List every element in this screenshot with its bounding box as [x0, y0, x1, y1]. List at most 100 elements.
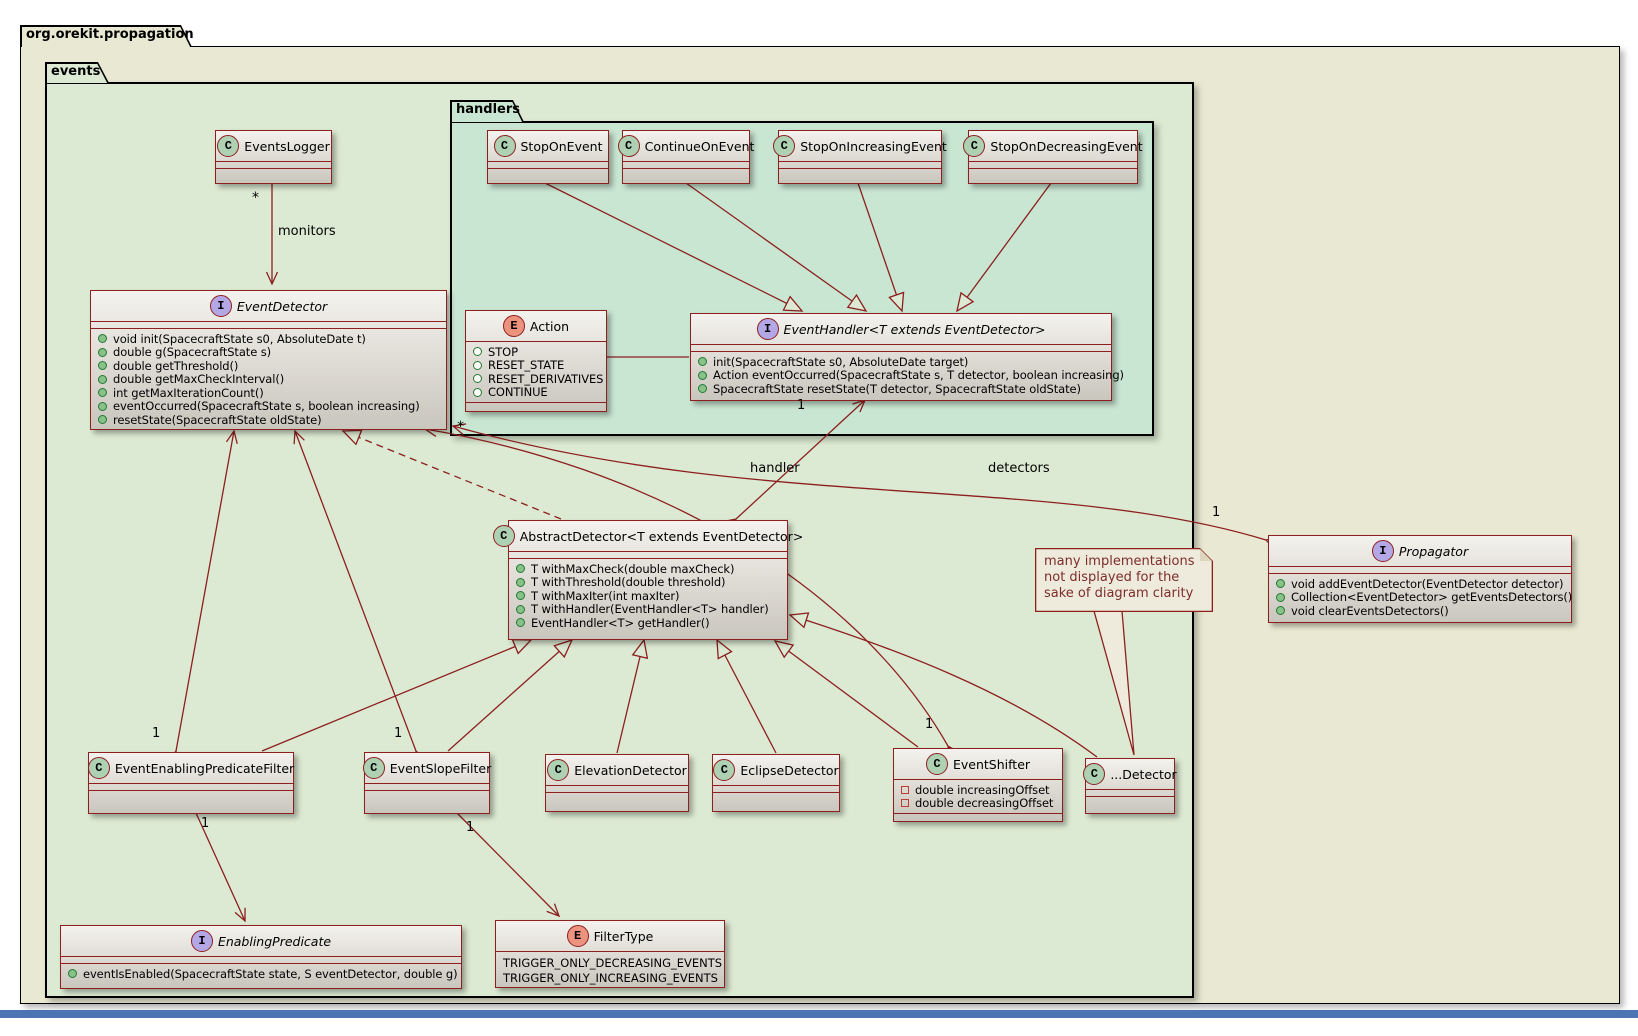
class-name: Propagator [1398, 543, 1469, 559]
class-continue-on-event: C ContinueOnEvent [617, 130, 754, 184]
class-title: I EventDetector [91, 291, 446, 321]
method-row: Action eventOccurred(SpacecraftState s, … [698, 368, 1124, 382]
class-badge-icon: C [963, 135, 986, 157]
class-title: I EventHandler<T extends EventDetector> [691, 314, 1111, 344]
public-method-icon [516, 564, 525, 574]
note-pointer [1093, 610, 1135, 756]
note-line: many implementations [1044, 554, 1195, 569]
public-method-icon [1276, 606, 1285, 616]
empty-compartment [91, 321, 446, 329]
public-method-icon [698, 384, 707, 394]
public-method-icon [98, 334, 107, 344]
enum-constant-icon [473, 360, 482, 370]
class-name: StopOnEvent [520, 138, 603, 154]
empty-compartment [894, 813, 1062, 822]
enum-badge-icon: E [566, 925, 589, 947]
class-badge-icon: C [925, 753, 948, 775]
public-method-icon [98, 361, 107, 371]
class-title: C EclipseDetector [713, 755, 839, 785]
method-row: void init(SpacecraftState s0, AbsoluteDa… [98, 332, 439, 346]
field-list: double increasingOffset double decreasin… [894, 779, 1062, 813]
package-tab-handlers: handlers [450, 100, 524, 122]
package-tab-fill [22, 27, 190, 47]
class-title: C ContinueOnEvent [617, 131, 754, 161]
note-text: many implementations not displayed for t… [1035, 548, 1213, 608]
public-method-icon [98, 347, 107, 357]
class-events-logger: C EventsLogger [215, 130, 332, 184]
empty-compartment [61, 956, 461, 964]
enum-action: E Action STOP RESET_STATE RESET_DERIVATI… [465, 310, 607, 412]
class-name: AbstractDetector<T extends EventDetector… [519, 528, 804, 544]
class-title: I Propagator [1269, 536, 1571, 566]
package-tab-outer: org.orekit.propagation [20, 25, 194, 47]
method-row: init(SpacecraftState s0, AbsoluteDate ta… [698, 355, 1104, 369]
horizontal-scrollbar[interactable] [0, 1010, 1638, 1018]
enum-badge-icon: E [502, 315, 525, 337]
class-name: StopOnDecreasingEvent [990, 138, 1143, 154]
empty-compartment [89, 783, 293, 791]
class-abstract-detector: C AbstractDetector<T extends EventDetect… [492, 520, 803, 640]
empty-compartment [488, 161, 608, 169]
enum-constant-list: TRIGGER_ONLY_DECREASING_EVENTS TRIGGER_O… [496, 951, 724, 988]
class-name: Action [529, 318, 570, 334]
public-method-icon [698, 370, 707, 380]
empty-compartment [969, 161, 1137, 169]
method-row: int getMaxIterationCount() [98, 386, 439, 400]
method-row: void addEventDetector(EventDetector dete… [1276, 577, 1564, 591]
method-row: T withMaxCheck(double maxCheck) [516, 562, 780, 576]
multiplicity-one-propagator: 1 [1212, 505, 1221, 520]
enum-constant-icon [473, 347, 482, 357]
class-name: EventEnablingPredicateFilter [114, 760, 295, 776]
note-many-implementations: many implementations not displayed for t… [1035, 548, 1213, 612]
package-label-outer: org.orekit.propagation [26, 27, 194, 42]
empty-compartment [466, 402, 606, 411]
class-stop-on-decreasing-event: C StopOnDecreasingEvent [963, 130, 1143, 184]
public-method-icon [516, 577, 525, 587]
method-row: double getThreshold() [98, 359, 439, 373]
enum-constant-list: STOP RESET_STATE RESET_DERIVATIVES CONTI… [466, 341, 606, 402]
public-method-icon [98, 401, 107, 411]
edge-stopondecreasing-eventhandler [956, 182, 1052, 313]
class-title: C ...Detector [1083, 759, 1177, 789]
method-row: double getMaxCheckInterval() [98, 372, 439, 386]
public-method-icon [698, 357, 707, 367]
multiplicity-one-eventshifter: 1 [925, 717, 934, 732]
edge-stoponevent-eventhandler [544, 182, 804, 312]
class-elevation-detector: C ElevationDetector [545, 754, 689, 812]
empty-compartment [691, 344, 1111, 352]
method-row: T withThreshold(double threshold) [516, 575, 780, 589]
class-name: StopOnIncreasingEvent [800, 138, 947, 154]
interface-badge-icon: I [190, 930, 213, 952]
enum-constant-row: RESET_STATE [473, 358, 599, 372]
interface-event-handler: I EventHandler<T extends EventDetector> … [690, 313, 1124, 401]
interface-badge-icon: I [209, 295, 232, 317]
edge-eventshifter-abstractdetector [773, 640, 919, 748]
empty-compartment [1086, 789, 1174, 797]
class-title: C StopOnIncreasingEvent [773, 131, 947, 161]
note-background [1036, 549, 1211, 610]
method-list: void addEventDetector(EventDetector dete… [1269, 574, 1572, 621]
edge-label-monitors: monitors [278, 224, 336, 239]
edge-label-handler: handler [750, 461, 800, 476]
empty-compartment [1269, 566, 1571, 574]
method-list: init(SpacecraftState s0, AbsoluteDate ta… [691, 352, 1124, 399]
class-title: C EventsLogger [216, 131, 331, 161]
public-method-icon [98, 388, 107, 398]
class-title: C EventEnablingPredicateFilter [87, 753, 295, 783]
method-row: T withHandler(EventHandler<T> handler) [516, 602, 780, 616]
public-method-icon [68, 969, 77, 979]
enum-constant-row: TRIGGER_ONLY_DECREASING_EVENTS [503, 955, 723, 970]
class-event-enabling-predicate-filter: C EventEnablingPredicateFilter [87, 752, 295, 814]
enum-constant-icon [473, 374, 482, 384]
enum-constant-row: TRIGGER_ONLY_INCREASING_EVENTS [503, 970, 718, 985]
class-event-shifter: C EventShifter double increasingOffset d… [893, 748, 1063, 822]
class-name: EventShifter [952, 756, 1031, 772]
class-badge-icon: C [493, 135, 516, 157]
class-badge-icon: C [617, 135, 640, 157]
class-title: C EventSlopeFilter [362, 753, 491, 783]
package-tab-events: events [45, 62, 109, 83]
class-badge-icon: C [713, 759, 736, 781]
class-badge-icon: C [1083, 763, 1106, 785]
empty-compartment [623, 161, 749, 169]
class-badge-icon: C [362, 757, 385, 779]
